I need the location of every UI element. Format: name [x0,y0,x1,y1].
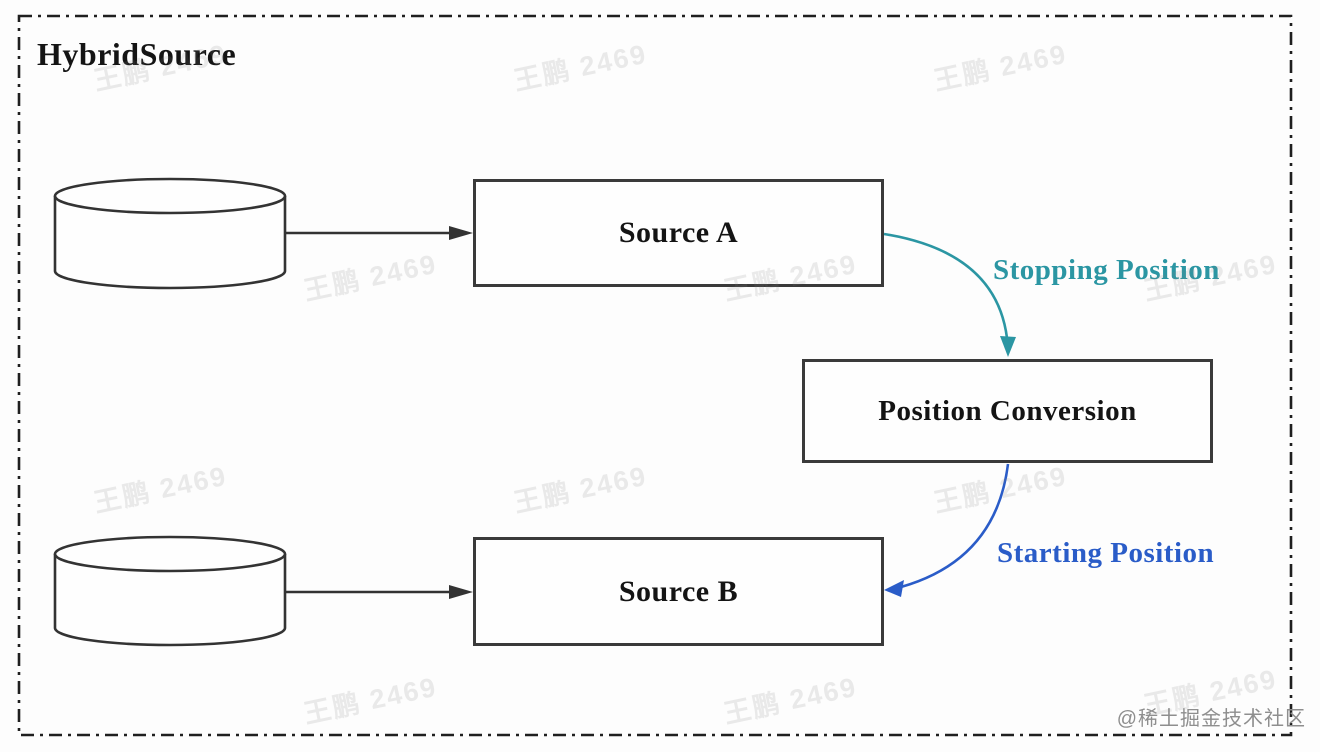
dashed-frame [17,14,1293,737]
node-source-b: Source B [473,537,884,646]
arrow-database-b-to-source-b [285,585,473,599]
edge-label-stopping-position: Stopping Position [993,254,1220,286]
node-source-b-label: Source B [618,574,739,608]
arrow-database-a-to-source-a [285,226,473,240]
arrow-source-a-to-conversion [883,232,1016,357]
diagram-title: HybridSource [37,36,237,72]
database-b-icon [53,535,287,647]
database-a-icon [53,177,287,290]
community-credit: @稀土掘金技术社区 [1116,708,1306,730]
node-position-conversion-label: Position Conversion [878,394,1137,427]
node-source-a: Source A [473,179,884,287]
edge-label-starting-position: Starting Position [997,537,1215,569]
node-source-a-label: Source A [618,216,739,249]
node-position-conversion: Position Conversion [802,359,1213,463]
arrow-conversion-to-source-b [884,463,1010,597]
